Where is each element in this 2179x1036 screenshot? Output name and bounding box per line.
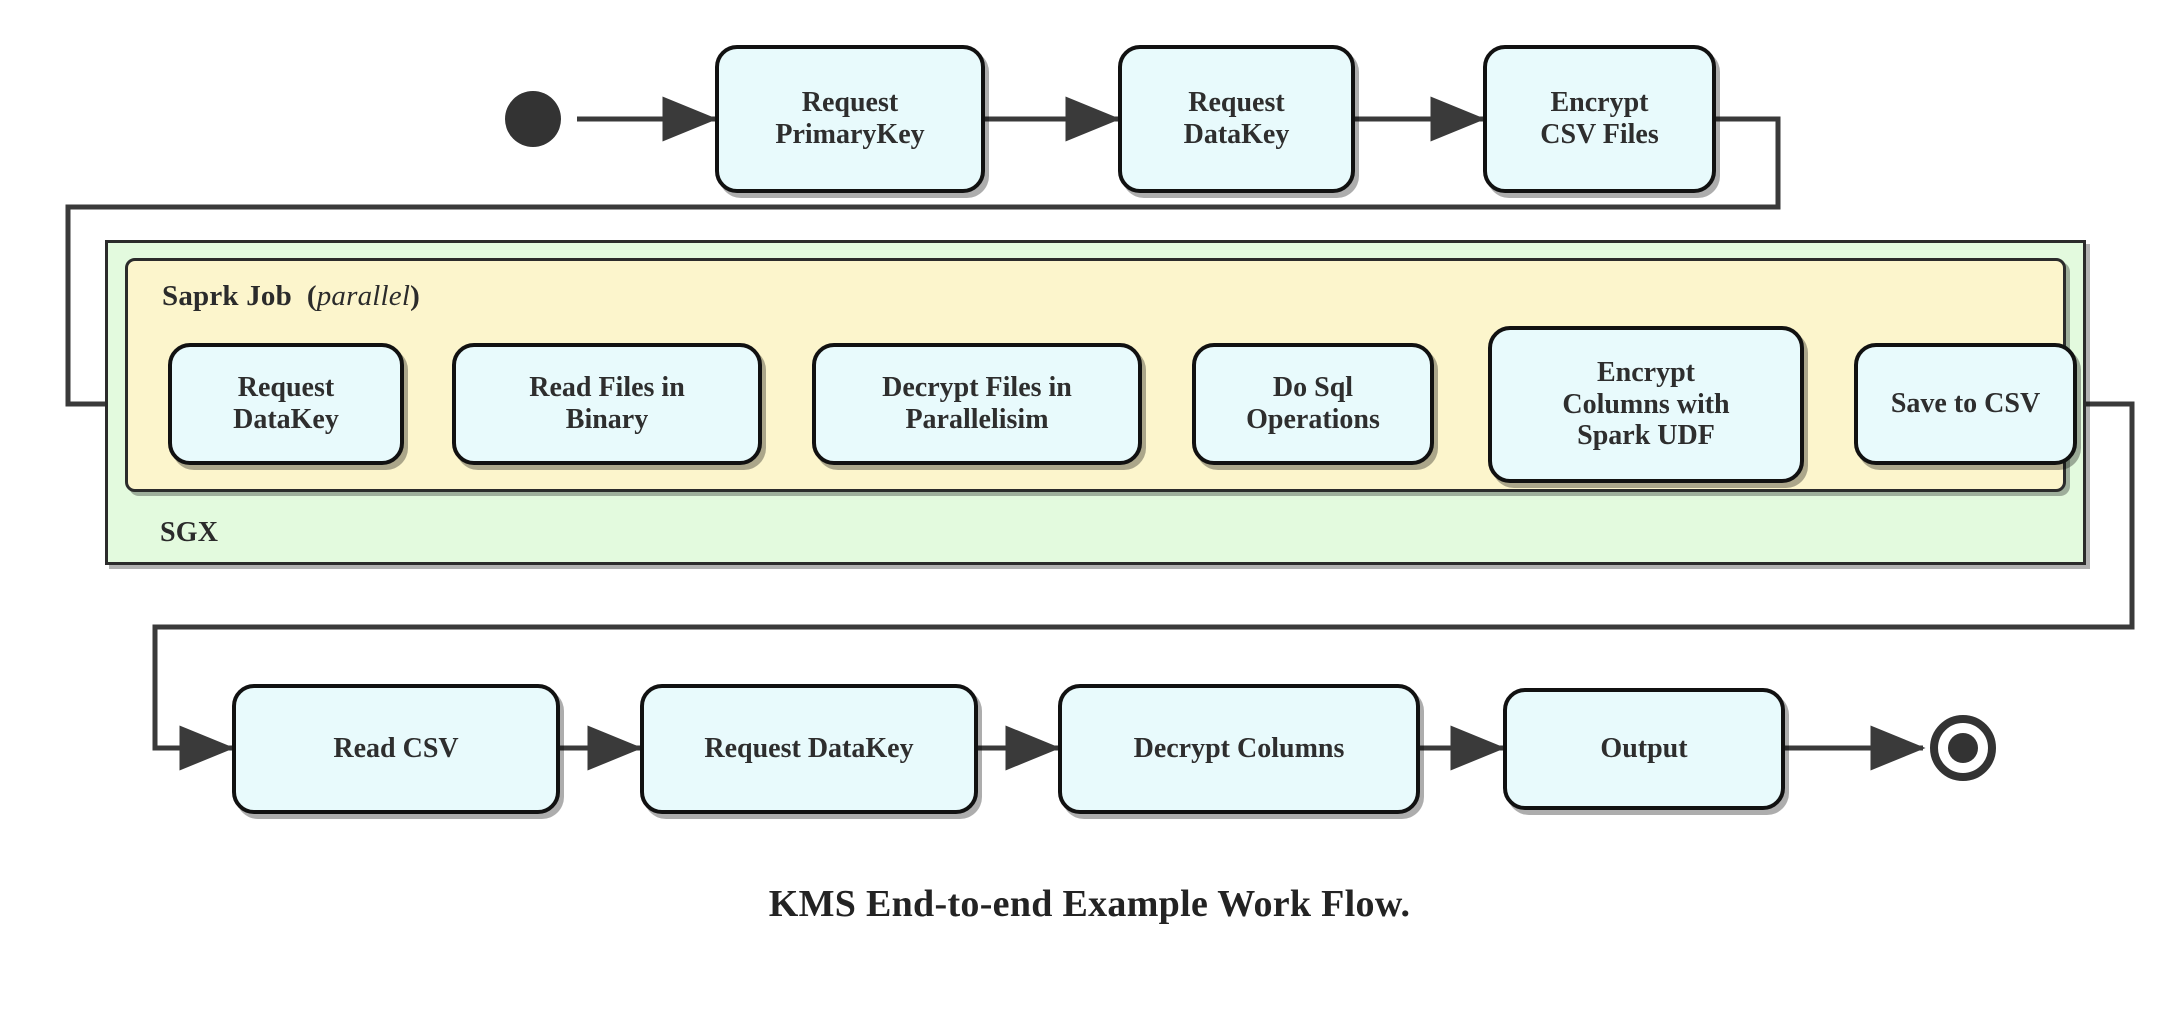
node-do-sql-operations[interactable]: Do Sql Operations (1192, 343, 1434, 465)
node-label: Request DataKey (704, 733, 914, 765)
node-label: Read Files in Binary (529, 372, 685, 435)
node-label: Do Sql Operations (1246, 372, 1380, 435)
node-request-datakey-top[interactable]: Request DataKey (1118, 45, 1355, 193)
node-read-files-in-binary[interactable]: Read Files in Binary (452, 343, 762, 465)
node-decrypt-files-in-parallelisim[interactable]: Decrypt Files in Parallelisim (812, 343, 1142, 465)
node-label: Decrypt Files in Parallelisim (882, 372, 1072, 435)
node-request-datakey-bottom[interactable]: Request DataKey (640, 684, 978, 814)
node-encrypt-columns-with-spark-udf[interactable]: Encrypt Columns with Spark UDF (1488, 326, 1804, 483)
node-label: Output (1600, 733, 1688, 765)
node-label: Request DataKey (233, 372, 339, 435)
spark-lane-title: Saprk Job (162, 280, 292, 312)
node-label: Encrypt Columns with Spark UDF (1562, 356, 1730, 452)
node-request-primarykey[interactable]: Request PrimaryKey (715, 45, 985, 193)
node-label: Request PrimaryKey (775, 87, 925, 150)
sgx-lane-label: SGX (160, 517, 219, 548)
spark-lane-modifier: parallel (316, 280, 411, 312)
node-label: Decrypt Columns (1133, 733, 1345, 765)
end-state-marker (1930, 715, 1996, 781)
node-decrypt-columns[interactable]: Decrypt Columns (1058, 684, 1420, 814)
node-save-to-csv[interactable]: Save to CSV (1854, 343, 2077, 465)
node-request-datakey-spark[interactable]: Request DataKey (168, 343, 404, 465)
node-label: Encrypt CSV Files (1540, 87, 1659, 150)
node-encrypt-csv-files[interactable]: Encrypt CSV Files (1483, 45, 1716, 193)
node-output[interactable]: Output (1503, 688, 1785, 810)
node-label: Read CSV (333, 733, 459, 765)
diagram-caption: KMS End-to-end Example Work Flow. (768, 883, 1411, 925)
start-state-marker (505, 91, 561, 147)
node-label: Save to CSV (1890, 388, 2041, 420)
spark-lane-label: Saprk Job (parallel) (162, 280, 420, 312)
node-label: Request DataKey (1183, 87, 1290, 150)
node-read-csv[interactable]: Read CSV (232, 684, 560, 814)
